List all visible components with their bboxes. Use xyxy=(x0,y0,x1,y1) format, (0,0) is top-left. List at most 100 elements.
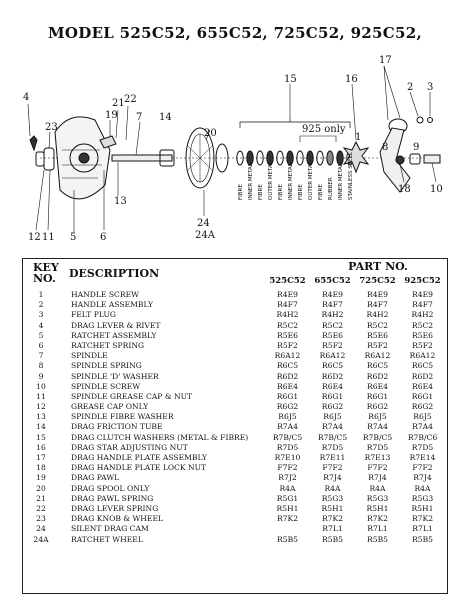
part-number: R7E14 xyxy=(409,453,436,462)
callout-5: 5 xyxy=(70,232,76,243)
part-number: R6G2 xyxy=(321,402,344,412)
part-number: R4H2 xyxy=(411,310,434,320)
table-row: 17Drag Handle Plate AssemblyR7E10R7E11R7… xyxy=(23,453,447,463)
part-number: R5F2 xyxy=(322,340,343,350)
spindle-part xyxy=(111,154,173,162)
part-number: R7J4 xyxy=(413,473,432,483)
callout-1: 1 xyxy=(355,132,361,143)
washer-material-labels: FIBRE INNER METAL FIBRE OUTER METAL FIBR… xyxy=(238,151,354,200)
callout-10: 10 xyxy=(430,184,443,195)
part-number: R6D2 xyxy=(366,371,389,381)
part-number: R6A12 xyxy=(409,351,436,361)
key-number: 23 xyxy=(36,514,46,524)
part-description: Drag Friction Tube xyxy=(71,422,163,432)
callout-3: 3 xyxy=(427,82,433,93)
callout-13: 13 xyxy=(114,196,127,207)
part-number: R5C2 xyxy=(321,320,344,330)
drag-knob-part xyxy=(43,147,55,171)
part-description: Spindle 'D' Washer xyxy=(71,371,159,381)
table-row: 20Drag Spool OnlyR4AR4AR4AR4A xyxy=(23,484,447,494)
part-number: R4E9 xyxy=(322,290,343,299)
part-number: R5F2 xyxy=(412,340,433,350)
table-row: 4Drag Lever & RivetR5C2R5C2R5C2R5C2 xyxy=(23,321,447,331)
callout-8: 8 xyxy=(382,142,388,153)
part-number: R6E4 xyxy=(412,381,433,391)
washer-label: STAINLESS STEEL xyxy=(348,151,354,200)
parts-table-header: KEY NO. DESCRIPTION PART NO. 525C52 655C… xyxy=(23,259,447,289)
part-number: R6C5 xyxy=(366,361,389,371)
part-number: R7J2 xyxy=(278,473,297,483)
part-no-header: PART NO. xyxy=(348,260,408,273)
grease-cap-part xyxy=(35,151,45,167)
table-row: 16Drag Star Adjusting NutR7D5R7D5R7D5R7D… xyxy=(23,443,447,453)
part-number: R5G3 xyxy=(321,493,344,503)
part-number: R6C5 xyxy=(411,361,434,371)
key-number: 17 xyxy=(36,453,46,462)
key-no-header: KEY NO. xyxy=(33,262,59,284)
part-number: R6G2 xyxy=(366,402,389,412)
key-number: 16 xyxy=(36,442,46,452)
part-number: R6J5 xyxy=(278,412,297,422)
part-number: R5F2 xyxy=(367,340,388,350)
part-description: Spindle xyxy=(71,351,108,361)
table-row: 1Handle ScrewR4E9R4E9R4E9R4E9 xyxy=(23,290,447,300)
part-number: R4F7 xyxy=(277,300,298,310)
table-row: 13Spindle Fibre WasherR6J5R6J5R6J5R6J5 xyxy=(23,412,447,422)
part-number: R6J5 xyxy=(413,412,432,422)
part-number: R7J4 xyxy=(368,473,387,483)
star-drag-nut-part xyxy=(342,140,370,174)
key-number: 6 xyxy=(38,340,44,350)
part-number: R6A12 xyxy=(364,351,391,361)
part-number: R7B/C5 xyxy=(317,432,348,442)
key-number: 10 xyxy=(36,381,46,391)
callout-2: 2 xyxy=(407,82,413,93)
callout-23: 23 xyxy=(45,122,58,133)
key-number: 2 xyxy=(38,300,44,310)
model-header: 925C52 xyxy=(404,276,441,286)
part-description: Drag Star Adjusting Nut xyxy=(71,442,188,452)
part-number: R7K2 xyxy=(366,514,389,524)
part-number: R4A xyxy=(279,483,296,493)
part-number: R5H1 xyxy=(411,503,434,513)
callout-12: 12 xyxy=(28,232,41,243)
table-row: 24Silent Drag CamR7L1R7L1R7L1 xyxy=(23,524,447,534)
model-header: 725C52 xyxy=(359,276,396,286)
part-description: Ratchet Assembly xyxy=(71,330,157,340)
part-number: R5C2 xyxy=(366,320,389,330)
part-description: Grease Cap Only xyxy=(71,402,149,412)
callout-17: 17 xyxy=(379,55,392,66)
part-number: R6D2 xyxy=(276,371,299,381)
key-number: 22 xyxy=(36,503,46,513)
model-headers: 525C52 655C52 725C52 925C52 xyxy=(265,276,445,286)
part-number: R6G1 xyxy=(366,391,389,401)
part-number: R6D2 xyxy=(411,371,434,381)
part-number: R6E4 xyxy=(322,381,343,391)
part-number: R6G2 xyxy=(411,402,434,412)
key-number: 24 xyxy=(36,524,46,534)
washer-label: FIBRE xyxy=(258,184,264,200)
washer-label: OUTER METAL xyxy=(308,160,314,200)
table-row: 14Drag Friction TubeR7A4R7A4R7A4R7A4 xyxy=(23,422,447,432)
part-description: Drag Spool Only xyxy=(71,483,150,493)
key-number: 3 xyxy=(38,310,44,320)
part-description: Handle Assembly xyxy=(71,300,154,310)
part-number: R7K2 xyxy=(321,514,344,524)
part-number: F7F2 xyxy=(412,463,433,473)
part-description: Drag Lever Spring xyxy=(71,503,159,513)
part-number: R7K2 xyxy=(411,514,434,524)
part-number: R7A4 xyxy=(367,422,388,432)
part-description: Drag Pawl Spring xyxy=(71,493,154,503)
part-number: R4E9 xyxy=(277,290,298,299)
part-number: R4E9 xyxy=(367,290,388,299)
callout-7: 7 xyxy=(136,112,142,123)
washer-label: INNER METAL xyxy=(338,162,344,200)
part-number: R7J4 xyxy=(323,473,342,483)
table-row: 10Spindle ScrewR6E4R6E4R6E4R6E4 xyxy=(23,382,447,392)
washer-label: RUBBER xyxy=(328,177,334,200)
part-number: R7L1 xyxy=(412,524,433,534)
part-number: R5E6 xyxy=(367,330,388,340)
part-number: R7L1 xyxy=(367,524,388,534)
part-number: R6G2 xyxy=(276,402,299,412)
washer-label: OUTER METAL xyxy=(268,160,274,200)
friction-tube-part xyxy=(159,149,175,167)
